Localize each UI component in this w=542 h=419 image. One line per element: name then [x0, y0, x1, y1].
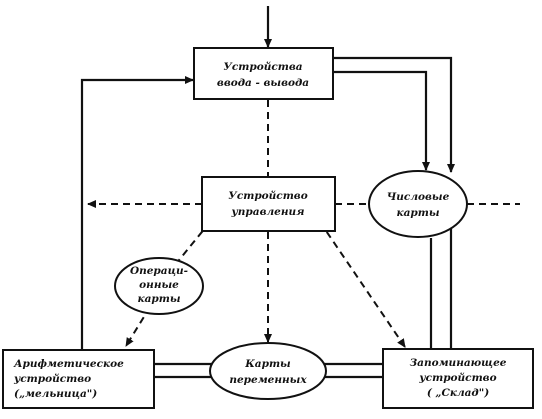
memory-unit-label-line2: устройство [418, 371, 496, 384]
arithmetic-to-io-line [80, 76, 194, 350]
operation-cards-label-line3: карты [137, 293, 180, 305]
arithmetic-unit-label-line2: устройство [13, 372, 91, 385]
arithmetic-unit-label-line1: Арифметическое [13, 358, 124, 370]
arithmetic-unit-box: Арифметическое устройство („мельница") [2, 349, 155, 409]
operation-cards-label-line2: онные [139, 279, 179, 291]
control-unit-label-line2: управления [231, 206, 305, 218]
variable-cards-label-line2: переменных [229, 374, 307, 386]
variable-cards-oval: Карты переменных [209, 342, 327, 400]
memory-unit-label-line1: Запоминающее [410, 357, 507, 369]
dashed-connections [87, 100, 520, 348]
memory-unit-box: Запоминающее устройство ( „Склад") [382, 348, 534, 409]
io-device-box: Устройства ввода - вывода [193, 47, 334, 100]
memory-unit-label-line3: ( „Склад") [427, 387, 489, 399]
operation-cards-label-line1: Операци- [130, 265, 188, 277]
number-cards-label-line1: Числовые [387, 191, 450, 203]
control-to-operation-cards-dashed [174, 221, 211, 266]
io-device-label-line1: Устройства [223, 60, 302, 73]
control-to-memory-dashed [319, 221, 406, 348]
number-cards-oval: Числовые карты [368, 170, 468, 238]
io-to-number-cards-line [333, 70, 430, 171]
control-unit-box: Устройство управления [201, 176, 336, 232]
operation-cards-to-arithmetic-dashed [125, 306, 151, 347]
control-unit-label-line1: Устройство [228, 189, 307, 202]
variable-cards-label-line1: Карты [244, 358, 291, 370]
io-device-label-line2: ввода - вывода [217, 77, 309, 89]
number-cards-label-line2: карты [396, 207, 439, 219]
arithmetic-unit-label-line3: („мельница") [14, 388, 97, 400]
operation-cards-oval: Операци- онные карты [114, 257, 204, 315]
io-to-memory-line [333, 56, 455, 173]
